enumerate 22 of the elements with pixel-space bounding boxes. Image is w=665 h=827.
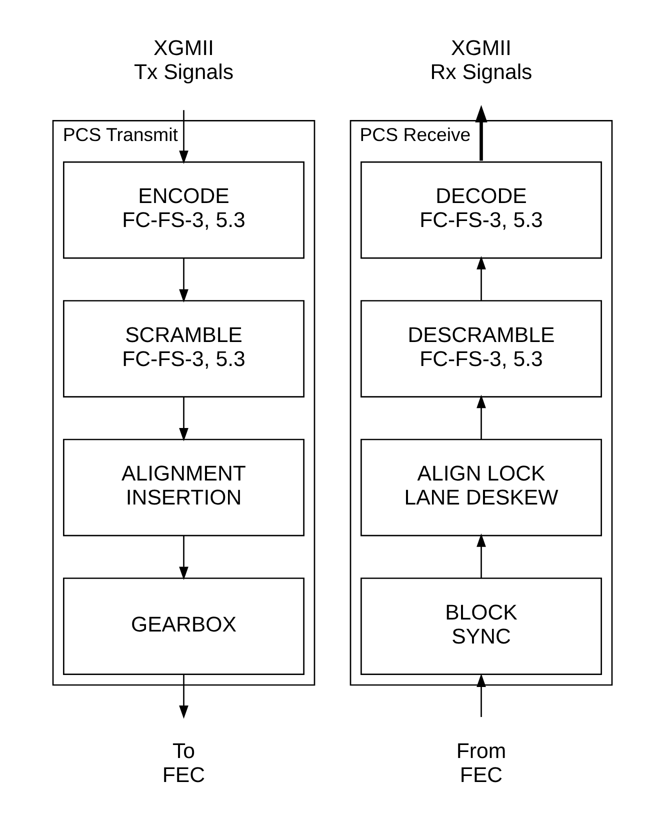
arrow (179, 258, 188, 303)
node-text: From FEC (456, 739, 506, 788)
node-box: DECODE FC-FS-3, 5.3 (360, 161, 602, 259)
arrow (179, 674, 188, 719)
node-text: XGMII Rx Signals (430, 36, 532, 84)
node-box: GEARBOX (63, 578, 304, 675)
arrow (476, 674, 486, 717)
arrow (476, 394, 486, 440)
node-box: SCRAMBLE FC-FS-3, 5.3 (63, 300, 304, 398)
arrow (476, 256, 486, 301)
arrow (179, 110, 188, 164)
node-box: ALIGNMENT INSERTION (63, 438, 304, 536)
node-text: XGMII Tx Signals (134, 36, 234, 84)
arrow (476, 534, 486, 578)
node-text: To FEC (162, 739, 206, 788)
arrow (179, 536, 188, 580)
node-box: ALIGN LOCK LANE DESKEW (360, 438, 602, 536)
node-box: BLOCK SYNC (360, 578, 602, 675)
arrow (475, 104, 488, 161)
node-box: ENCODE FC-FS-3, 5.3 (63, 161, 304, 259)
arrow (179, 396, 188, 442)
node-box: DESCRAMBLE FC-FS-3, 5.3 (360, 300, 602, 398)
